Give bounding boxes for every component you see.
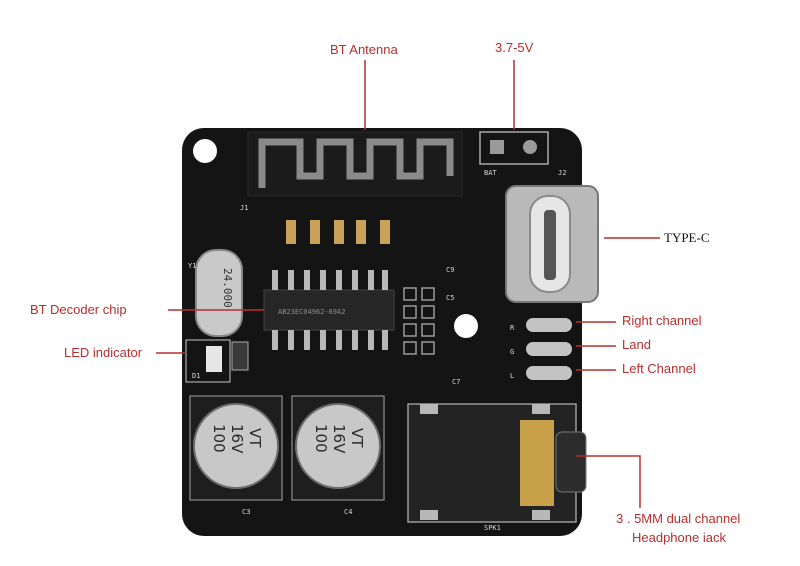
chip-marking: AB23EC04962-69A2 [278,308,345,316]
cap-left-can [193,403,279,489]
silk-g: G [510,348,514,356]
silk-c9: C9 [446,266,454,274]
led-indicator-box [185,339,231,383]
label-type-c: TYPE-C [664,230,710,245]
type-c-tongue [544,210,556,280]
label-bt-decoder-chip: BT Decoder chip [30,302,127,317]
silk-l: L [510,372,514,380]
jack-pin-3 [420,510,438,520]
led-resistor [231,341,249,371]
silk-c7: C7 [452,378,460,386]
decoder-chip [263,289,395,331]
mounting-hole-top-left [193,139,217,163]
jack-pin-2 [532,404,550,414]
label-power: 3.7-5V [495,40,534,55]
silk-c5: C5 [446,294,454,302]
antenna-trace [258,138,454,188]
silk-j2: J2 [558,169,566,177]
label-land: Land [622,337,651,352]
silk-d1: D1 [192,372,200,380]
channel-pads [526,318,572,380]
cap-right-line-1: 100 [312,424,330,453]
silk-bat: BAT [484,169,497,177]
label-left-channel: Left Channel [622,361,696,376]
crystal-marking: 24.000 [221,268,234,308]
mounting-hole-middle [454,314,478,338]
cap-right-can [295,403,381,489]
chip-pins-top [272,270,388,290]
chip-pins-bottom [272,330,388,350]
silk-y1: Y1 [188,262,196,270]
jack-contact-gold [520,420,554,506]
silk-spk: SPK1 [484,524,501,532]
power-pad-2 [523,140,537,154]
crystal-oscillator [195,249,243,337]
silk-c4: C4 [344,508,352,516]
cap-left-line-2: 16V [228,424,246,454]
label-jack-line-2: Headphone iack [632,530,726,545]
silk-j1: J1 [240,204,248,212]
cap-right-line-3: VT [348,428,366,448]
label-jack-line-1: 3 . 5MM dual channel [616,511,741,526]
jack-pin-1 [420,404,438,414]
pad-grid [403,287,435,355]
silk-c3: C3 [242,508,250,516]
label-led-indicator: LED indicator [64,345,143,360]
label-right-channel: Right channel [622,313,702,328]
led-indicator-chip [206,346,222,372]
jack-pin-4 [532,510,550,520]
jack-barrel [555,431,587,493]
cap-left-line-1: 100 [210,424,228,453]
silk-r: R [510,324,515,332]
smd-resistors [286,220,390,244]
cap-left-line-3: VT [246,428,264,448]
cap-right-line-2: 16V [330,424,348,454]
power-pad-box [479,131,549,165]
label-bt-antenna: BT Antenna [330,42,398,57]
leader-jack [576,455,641,508]
power-pad-1 [490,140,504,154]
leader-lines [156,60,660,508]
